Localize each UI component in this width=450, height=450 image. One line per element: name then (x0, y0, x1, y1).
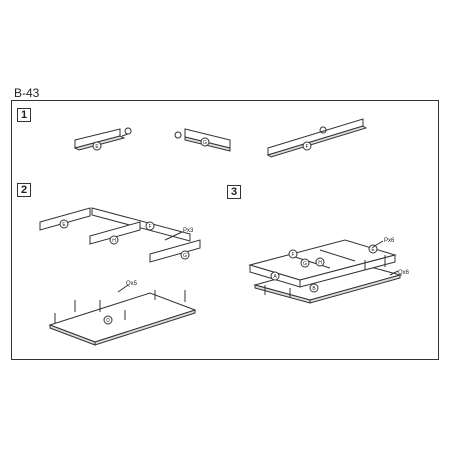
part-a-callout (270, 271, 280, 281)
step-3-assembly: B F G H A E Px6 Qx6 (248, 238, 410, 304)
frame-divider (319, 249, 356, 262)
board-f (91, 207, 191, 242)
part-d-callout (103, 315, 113, 325)
part-f-label: F (305, 144, 308, 150)
step-1-number: 1 (17, 108, 31, 122)
part-f-callout (145, 221, 155, 231)
part-g-label-3: G (303, 261, 307, 267)
part-f-callout (288, 249, 298, 259)
cam-lock-icon (174, 131, 182, 139)
step-2-parts: E F H G Px3 D Qx5 (39, 207, 201, 346)
part-d-label: D (106, 318, 110, 324)
hardware-p-x3: Px3 (183, 228, 194, 234)
hardware-leader (164, 231, 183, 241)
board-f-edge (266, 125, 368, 158)
part-h-callout (109, 235, 119, 245)
part-b-label: B (312, 286, 316, 292)
sheet-code: B-43 (14, 86, 40, 100)
part-f-label-2: F (148, 224, 151, 230)
part-f-callout (302, 141, 312, 151)
board-e (39, 207, 91, 231)
part-h-label-2: H (318, 260, 322, 266)
part-e-label-2: E (62, 222, 66, 228)
part-g-label-2: G (183, 253, 187, 259)
instruction-frame (11, 100, 439, 360)
step-2-number: 2 (17, 183, 31, 197)
part-h-callout (315, 257, 325, 267)
board-b-edge (309, 274, 401, 304)
cam-lock-icon (319, 126, 327, 134)
board-h (89, 221, 141, 245)
part-g-callout (180, 250, 190, 260)
part-e-callout (368, 244, 378, 254)
hardware-leader (117, 284, 129, 293)
hardware-leader (389, 270, 399, 276)
cam-lock-icon (124, 127, 132, 135)
hardware-p-x6: Px6 (384, 238, 395, 244)
hardware-q-x6: Qx6 (398, 270, 410, 276)
part-h-label: H (112, 238, 116, 244)
board-d-edge (94, 309, 196, 346)
step-3-number: 3 (227, 185, 241, 199)
part-g-callout (200, 137, 210, 147)
part-e-label: E (95, 144, 99, 150)
part-b-callout (309, 283, 319, 293)
step-1-parts: E G F (73, 118, 368, 158)
frame-right (299, 254, 396, 288)
hardware-q-x5: Qx5 (126, 281, 138, 287)
frame-divider (294, 256, 331, 269)
dowel-line (121, 133, 129, 137)
board-f (267, 118, 364, 156)
part-e-label-3: E (371, 247, 375, 253)
part-a-label: A (273, 274, 277, 280)
part-e-callout (59, 219, 69, 229)
part-g-label: G (203, 140, 207, 146)
hardware-leader (372, 240, 384, 248)
part-e-callout (92, 141, 102, 151)
part-f-label-3: F (291, 252, 294, 258)
board-g (149, 239, 201, 263)
part-g-callout (300, 258, 310, 268)
